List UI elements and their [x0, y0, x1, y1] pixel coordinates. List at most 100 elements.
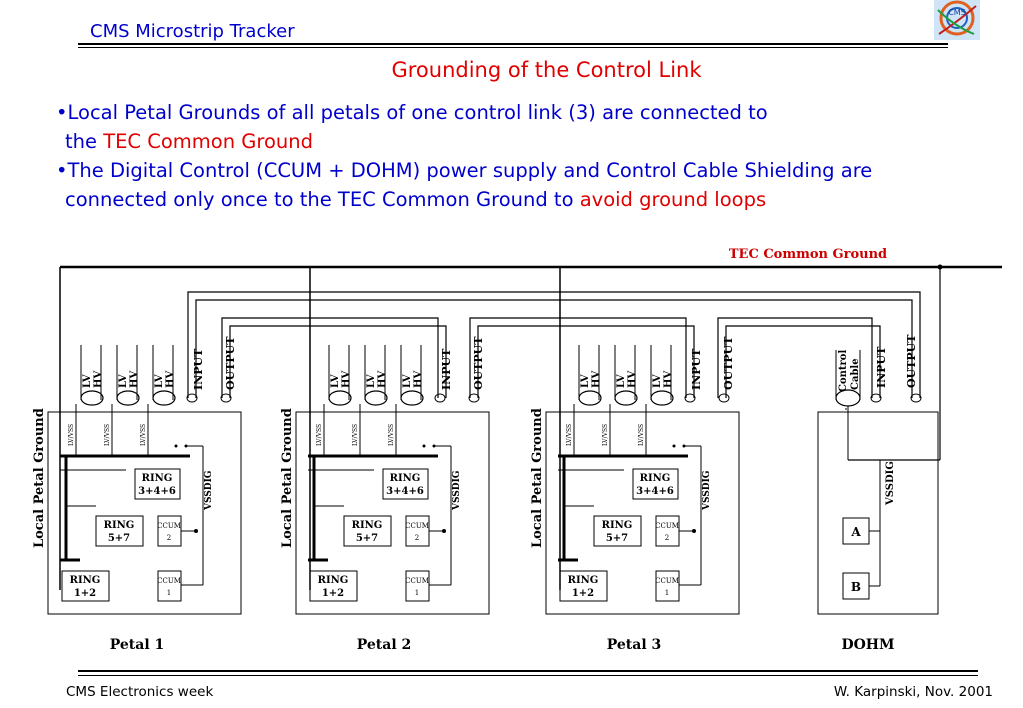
petal-2-input-coax — [434, 393, 446, 403]
petal-2-output-coax — [468, 393, 480, 403]
petal-2-ring-57-value: 5+7 — [356, 533, 378, 544]
petal-2-output-label: OUTPUT — [472, 336, 485, 390]
petal-3-box — [545, 411, 740, 615]
petal-3-ring-57-value: 5+7 — [606, 533, 628, 544]
bullet-2-prefix: connected only once to the TEC Common Gr… — [65, 188, 580, 211]
petal-1-ccum-2-label: CCUM — [157, 522, 181, 530]
petal-1-hv-label-2: HV — [129, 371, 140, 388]
bullet-1-line1: •Local Petal Grounds of all petals of on… — [56, 101, 768, 124]
petal-2-ring-346-label: RING — [390, 473, 421, 484]
petal-2-ccum-1-label: CCUM — [405, 577, 429, 585]
petal-1-coax-2 — [116, 390, 140, 406]
dohm-block: Control Cable INPUT OUTPUT VSSDIG A B — [817, 334, 940, 615]
petal-1-ring-12-box — [61, 570, 110, 602]
petal-3-lv-label-2: LV — [616, 374, 627, 388]
petal-3-ring-12-label: RING — [568, 575, 599, 586]
petal-1-name: Petal 1 — [110, 637, 165, 653]
petal-3-local-ground-label: Local Petal Ground — [530, 408, 545, 548]
footer-rule — [78, 670, 978, 672]
petal-2-coax-2 — [364, 390, 388, 406]
petal-1-output-coax — [220, 393, 232, 403]
petal-1-ring-346-box — [134, 468, 181, 500]
petal-1-coax-1 — [80, 390, 104, 406]
header-rule-thin — [78, 47, 948, 48]
petal-1-ccum-1-box — [157, 570, 182, 602]
petal-3-hv-label-3: HV — [663, 371, 674, 388]
petal-2-ring-346-box — [382, 468, 429, 500]
petal-3-input-label: INPUT — [690, 348, 703, 390]
petal-2-hv-label-2: HV — [377, 371, 388, 388]
header-rule — [78, 43, 948, 45]
petal-1-ring-12-value: 1+2 — [74, 588, 96, 599]
petal-3-ring-346-label: RING — [640, 473, 671, 484]
petal-3-coax-3 — [650, 390, 674, 406]
petal-2-ccum-1-box — [405, 570, 430, 602]
petal-2-ring-12-label: RING — [318, 575, 349, 586]
petal-3-vss-label-3: LV/VSS — [638, 424, 645, 446]
petal-2-hv-label-1: HV — [341, 371, 352, 388]
header-title: CMS Microstrip Tracker — [90, 21, 295, 42]
petal-3-coax-2 — [614, 390, 638, 406]
petal-2-ring-12-value: 1+2 — [322, 588, 344, 599]
cms-logo: CMS — [934, 0, 980, 40]
petal-2-ring-57-box — [343, 515, 392, 547]
petal-2-lv-label-3: LV — [402, 374, 413, 388]
dohm-box-b: B — [851, 580, 861, 594]
petal-1-box — [47, 411, 242, 615]
petal-3-name: Petal 3 — [607, 637, 662, 653]
petal-3-output-coax — [718, 393, 730, 403]
petal-2-vss-label-2: LV/VSS — [352, 424, 359, 446]
petal-3-ring-57-label: RING — [602, 520, 633, 531]
petal-1-vss-label-1: LV/VSS — [68, 424, 75, 446]
petal-1-ring-346-label: RING — [142, 473, 173, 484]
petal-1-lv-label-1: LV — [82, 374, 93, 388]
petal-3-ccum-1-box — [655, 570, 680, 602]
petal-1-input-coax — [186, 393, 198, 403]
petal-1-lv-label-2: LV — [118, 374, 129, 388]
petal-1-ccum-1-value: 1 — [167, 589, 171, 597]
petal-1-ring-57-value: 5+7 — [108, 533, 130, 544]
petal-2-vss-label-1: LV/VSS — [316, 424, 323, 446]
petal-2-ccum-1-value: 1 — [415, 589, 419, 597]
petal-1-vss-label-3: LV/VSS — [140, 424, 147, 446]
petal-2-lv-label-1: LV — [330, 374, 341, 388]
petal-3-vss-label-2: LV/VSS — [602, 424, 609, 446]
petal-2-ccum-2-label: CCUM — [405, 522, 429, 530]
petal-1-ccum-1-label: CCUM — [157, 577, 181, 585]
petal-1-ccum-2-value: 2 — [167, 534, 171, 542]
bullet-2-line1: •The Digital Control (CCUM + DOHM) power… — [56, 159, 873, 182]
petal-3-hv-label-1: HV — [591, 371, 602, 388]
petal-3-ccum-1-label: CCUM — [655, 577, 679, 585]
petal-2-box — [295, 411, 490, 615]
petal-3-ccum-2-value: 2 — [665, 534, 669, 542]
petal-3-ring-346-box — [632, 468, 679, 500]
petal-2-ccum-2-value: 2 — [415, 534, 419, 542]
petal-3-input-coax — [684, 393, 696, 403]
petal-2-name: Petal 2 — [357, 637, 412, 653]
petal-1-coax-3 — [152, 390, 176, 406]
petal-3-ring-12-box — [559, 570, 608, 602]
petal-1-ring-57-box — [95, 515, 144, 547]
tec-ground-label: TEC Common Ground — [729, 247, 887, 262]
footer-left: CMS Electronics week — [66, 684, 214, 700]
petal-2-local-ground-label: Local Petal Ground — [280, 408, 295, 548]
petal-3-ring-12-value: 1+2 — [572, 588, 594, 599]
petal-2-ring-346-value: 3+4+6 — [386, 486, 424, 497]
control-cable-label-2: Cable — [850, 358, 861, 390]
petal-1-ring-12-label: RING — [70, 575, 101, 586]
petal-1-ring-57-label: RING — [104, 520, 135, 531]
petal-2-lv-label-2: LV — [366, 374, 377, 388]
dohm-output-label: OUTPUT — [905, 334, 918, 388]
footer-rule-thin — [78, 675, 978, 676]
petal-1-input-label: INPUT — [192, 348, 205, 390]
petal-1-vssdig-label: VSSDIG — [204, 471, 214, 512]
bullet-2-line2: connected only once to the TEC Common Gr… — [56, 185, 1016, 214]
petal-1-ring-346-value: 3+4+6 — [138, 486, 176, 497]
petal-3-hv-label-2: HV — [627, 371, 638, 388]
control-cable-label-1: Control — [838, 350, 849, 392]
petal-3-vssdig-label: VSSDIG — [702, 471, 712, 512]
petal-1-hv-label-3: HV — [165, 371, 176, 388]
petal-3-lv-label-1: LV — [580, 374, 591, 388]
dohm-input-label: INPUT — [875, 346, 888, 388]
